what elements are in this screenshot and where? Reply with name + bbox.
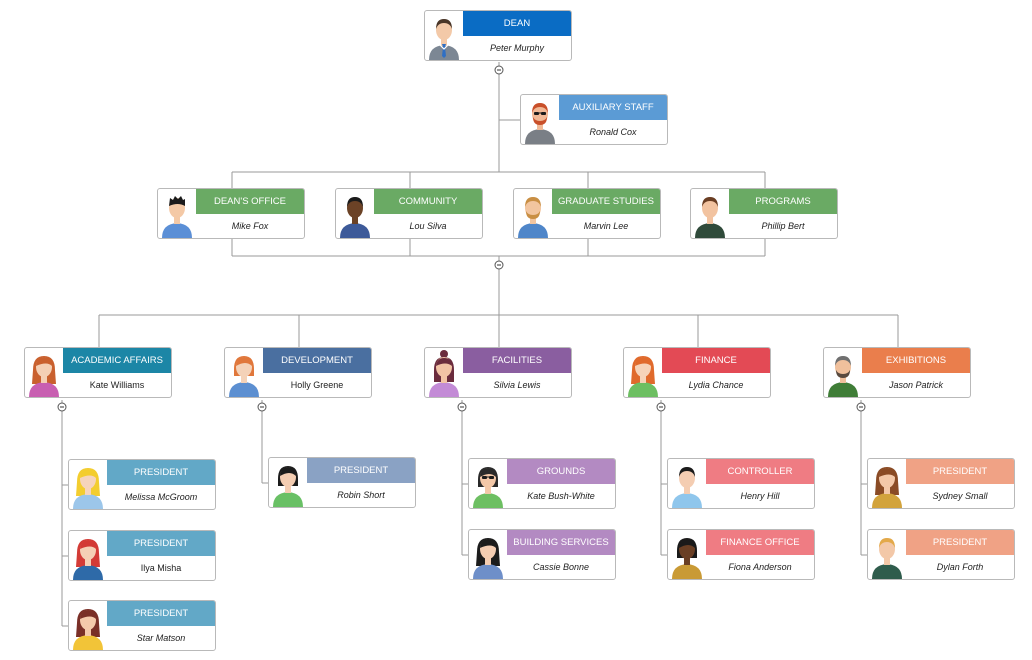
card-title: ACADEMIC AFFAIRS [63, 348, 171, 373]
avatar [425, 348, 463, 397]
card-title: FINANCE [662, 348, 770, 373]
avatar [69, 531, 107, 580]
card-person-name: Star Matson [136, 633, 186, 643]
card-title: PRESIDENT [107, 601, 215, 626]
card-title: FACILITIES [463, 348, 571, 373]
avatar [69, 460, 107, 509]
org-card-facilities[interactable]: FACILITIES Silvia Lewis [424, 347, 572, 398]
card-person-name: Dylan Forth [936, 562, 984, 572]
org-card-auxiliary-staff[interactable]: AUXILIARY STAFF Ronald Cox [520, 94, 668, 145]
card-title: AUXILIARY STAFF [559, 95, 667, 120]
collapse-toggle-icon[interactable] [494, 65, 504, 75]
card-person-name: Phillip Bert [761, 221, 805, 231]
card-person-name: Henry Hill [740, 491, 780, 501]
org-card-deans-office[interactable]: DEAN'S OFFICE Mike Fox [157, 188, 305, 239]
card-title: FINANCE OFFICE [706, 530, 814, 555]
org-card-controller[interactable]: CONTROLLER Henry Hill [667, 458, 815, 509]
card-person-name: Cassie Bonne [532, 562, 590, 572]
avatar [868, 459, 906, 508]
card-title: DEVELOPMENT [263, 348, 371, 373]
card-title: DEAN [463, 11, 571, 36]
avatar [668, 530, 706, 579]
avatar [691, 189, 729, 238]
avatar [668, 459, 706, 508]
card-person-name: Marvin Lee [583, 221, 629, 231]
avatar [69, 601, 107, 650]
avatar [158, 189, 196, 238]
card-title: COMMUNITY [374, 189, 482, 214]
card-title: BUILDING SERVICES [507, 530, 615, 555]
avatar [514, 189, 552, 238]
org-card-exhibitions[interactable]: EXHIBITIONS Jason Patrick [823, 347, 971, 398]
org-card-aa-president-3[interactable]: PRESIDENT Star Matson [68, 600, 216, 651]
avatar [868, 530, 906, 579]
card-person-name: Fiona Anderson [728, 562, 792, 572]
avatar [469, 459, 507, 508]
card-title: GRADUATE STUDIES [552, 189, 660, 214]
collapse-toggle-icon[interactable] [494, 260, 504, 270]
org-card-community[interactable]: COMMUNITY Lou Silva [335, 188, 483, 239]
collapse-toggles [57, 65, 866, 412]
card-person-name: Kate Bush-White [527, 491, 595, 501]
card-person-name: Lydia Chance [688, 380, 744, 390]
card-title: PROGRAMS [729, 189, 837, 214]
org-card-grounds[interactable]: GROUNDS Kate Bush-White [468, 458, 616, 509]
card-title: PRESIDENT [107, 531, 215, 556]
card-person-name: Holly Greene [290, 380, 344, 390]
avatar [425, 11, 463, 60]
card-title: PRESIDENT [107, 460, 215, 485]
card-person-name: Silvia Lewis [493, 380, 541, 390]
avatar [25, 348, 63, 397]
org-card-finance[interactable]: FINANCE Lydia Chance [623, 347, 771, 398]
card-title: DEAN'S OFFICE [196, 189, 304, 214]
card-person-name: Jason Patrick [888, 380, 944, 390]
card-title: PRESIDENT [307, 458, 415, 483]
org-card-graduate-studies[interactable]: GRADUATE STUDIES Marvin Lee [513, 188, 661, 239]
org-card-building-services[interactable]: BUILDING SERVICES Cassie Bonne [468, 529, 616, 580]
card-person-name: Lou Silva [409, 221, 447, 231]
org-card-ex-president-1[interactable]: PRESIDENT Sydney Small [867, 458, 1015, 509]
avatar [824, 348, 862, 397]
avatar [269, 458, 307, 507]
card-person-name: Kate Williams [89, 380, 145, 390]
org-card-academic-affairs[interactable]: ACADEMIC AFFAIRS Kate Williams [24, 347, 172, 398]
avatar [469, 530, 507, 579]
card-title: PRESIDENT [906, 459, 1014, 484]
org-card-aa-president-1[interactable]: PRESIDENT Melissa McGroom [68, 459, 216, 510]
card-person-name: Peter Murphy [489, 43, 545, 53]
collapse-toggle-icon[interactable] [656, 402, 666, 412]
avatar [336, 189, 374, 238]
card-title: EXHIBITIONS [862, 348, 970, 373]
org-card-aa-president-2[interactable]: PRESIDENT Ilya Misha [68, 530, 216, 581]
org-card-development[interactable]: DEVELOPMENT Holly Greene [224, 347, 372, 398]
card-person-name: Mike Fox [231, 221, 269, 231]
avatar [521, 95, 559, 144]
collapse-toggle-icon[interactable] [57, 402, 67, 412]
org-card-dev-president[interactable]: PRESIDENT Robin Short [268, 457, 416, 508]
card-title: PRESIDENT [906, 530, 1014, 555]
collapse-toggle-icon[interactable] [457, 402, 467, 412]
collapse-toggle-icon[interactable] [257, 402, 267, 412]
org-card-finance-office[interactable]: FINANCE OFFICE Fiona Anderson [667, 529, 815, 580]
collapse-toggle-icon[interactable] [856, 402, 866, 412]
org-card-dean[interactable]: DEAN Peter Murphy [424, 10, 572, 61]
avatar [624, 348, 662, 397]
org-card-programs[interactable]: PROGRAMS Phillip Bert [690, 188, 838, 239]
org-card-ex-president-2[interactable]: PRESIDENT Dylan Forth [867, 529, 1015, 580]
card-title: GROUNDS [507, 459, 615, 484]
avatar [225, 348, 263, 397]
card-person-name: Ilya Misha [140, 563, 182, 573]
card-person-name: Sydney Small [932, 491, 988, 501]
card-person-name: Melissa McGroom [124, 492, 198, 502]
card-person-name: Ronald Cox [589, 127, 637, 137]
card-person-name: Robin Short [337, 490, 385, 500]
card-title: CONTROLLER [706, 459, 814, 484]
